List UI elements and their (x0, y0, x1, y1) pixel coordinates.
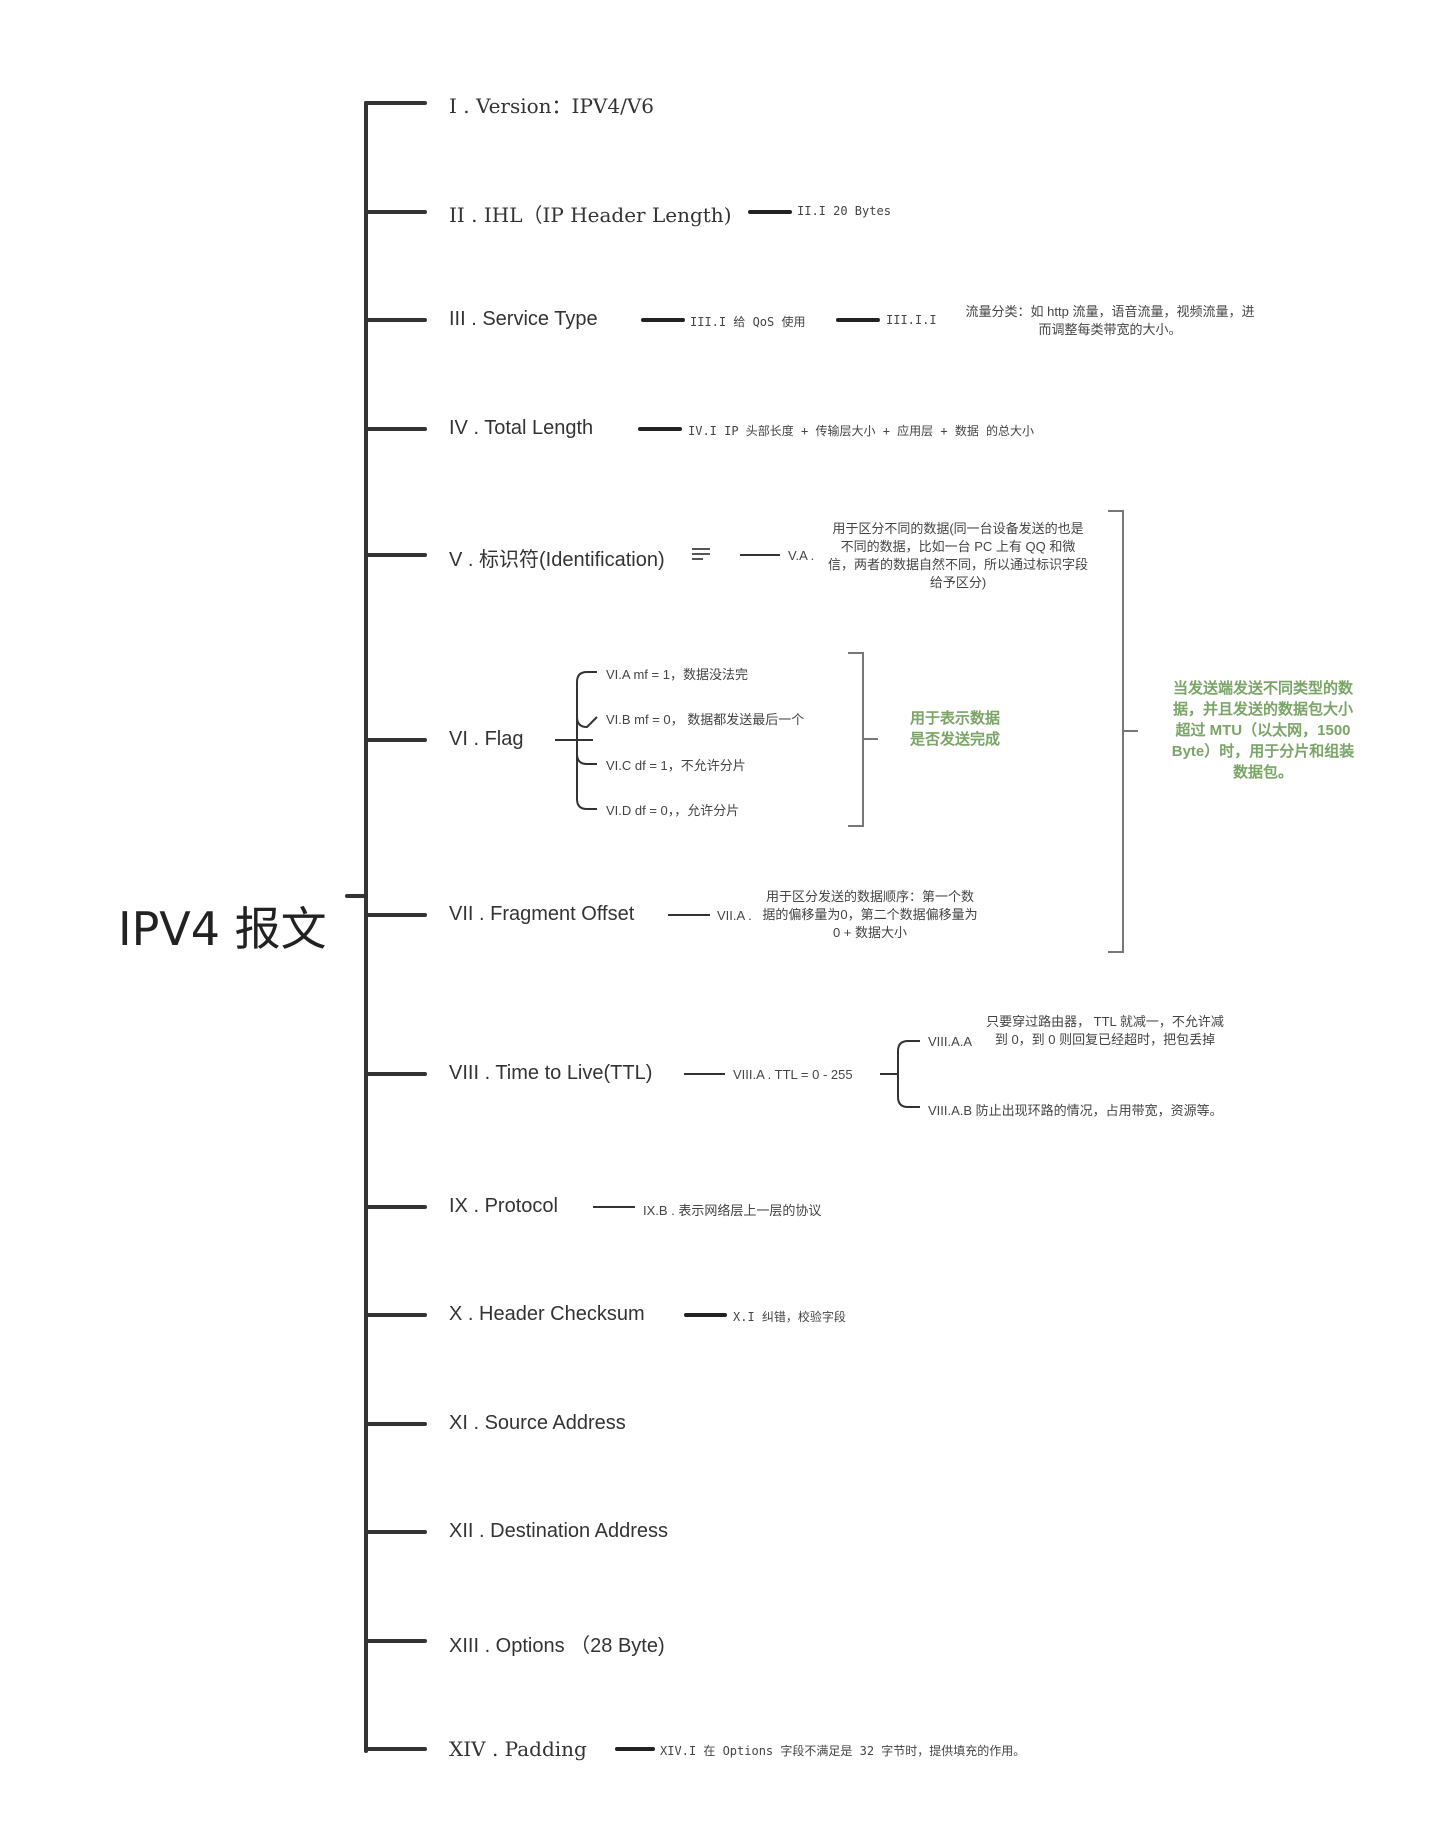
field-ttl: VIII . Time to Live(TTL) (449, 1062, 653, 1084)
field-identification: V . 标识符(Identification) (449, 549, 665, 571)
field-service-type: III . Service Type (449, 308, 598, 330)
identification-note: 用于区分不同的数据(同一台设备发送的也是不同的数据，比如一台 PC 上有 QQ … (828, 521, 1089, 590)
field-protocol: IX . Protocol (449, 1195, 558, 1217)
service-type-child: III.I 给 QoS 使用 (690, 315, 806, 329)
root-title: IPV4 报文 (118, 902, 327, 956)
flag-child-mf1: VI.A mf = 1，数据没法完 (606, 667, 748, 682)
total-length-child: IV.I IP 头部长度 + 传输层大小 + 应用层 + 数据 的总大小 (688, 424, 1035, 438)
notes-icon (692, 546, 710, 562)
protocol-child: IX.B . 表示网络层上一层的协议 (643, 1203, 822, 1218)
header-checksum-child: X.I 纠错，校验字段 (733, 1310, 846, 1324)
fragment-offset-note: 用于区分发送的数据顺序：第一个数据的偏移量为0，第二个数据偏移量为 0 + 数据… (762, 889, 978, 940)
field-header-checksum: X . Header Checksum (449, 1303, 645, 1325)
fragment-summary: 当发送端发送不同类型的数据，并且发送的数据包大小超过 MTU（以太网，1500 … (1171, 680, 1355, 781)
field-ihl: II . IHL（IP Header Length) (449, 203, 732, 227)
flag-child-df1: VI.C df = 1，不允许分片 (606, 758, 746, 773)
field-fragment-offset: VII . Fragment Offset (449, 903, 635, 925)
identification-child: V.A . (788, 548, 815, 563)
ttl-note: 只要穿过路由器， TTL 就减一，不允许减到 0，到 0 则回复已经超时，把包丢… (986, 1014, 1224, 1047)
flag-child-mf0: VI.B mf = 0， 数据都发送最后一个 (606, 712, 805, 727)
field-options: XIII . Options （28 Byte) (449, 1635, 665, 1657)
field-total-length: IV . Total Length (449, 417, 594, 439)
field-source-address: XI . Source Address (449, 1412, 626, 1434)
flag-summary: 用于表示数据是否发送完成 (909, 710, 1000, 748)
flag-child-df0: VI.D df = 0，，允许分片 (606, 803, 740, 818)
ihl-child: II.I 20 Bytes (797, 204, 891, 218)
service-type-note: 流量分类：如 http 流量，语音流量，视频流量，进而调整每类带宽的大小。 (965, 304, 1255, 337)
field-version: I . Version：IPV4/V6 (449, 94, 654, 118)
fragment-offset-child: VII.A . (717, 908, 752, 923)
ttl-child: VIII.A . TTL = 0 - 255 (733, 1067, 853, 1082)
ttl-grandchild-a: VIII.A.A (928, 1034, 973, 1049)
padding-child: XIV.I 在 Options 字段不满足是 32 字节时，提供填充的作用。 (660, 1744, 1026, 1758)
ttl-grandchild-b: VIII.A.B 防止出现环路的情况，占用带宽，资源等。 (928, 1103, 1223, 1118)
field-padding: XIV . Padding (449, 1737, 587, 1761)
field-destination-address: XII . Destination Address (449, 1520, 669, 1542)
field-flag: VI . Flag (449, 728, 524, 750)
service-type-grandchild: III.I.I (886, 313, 937, 327)
